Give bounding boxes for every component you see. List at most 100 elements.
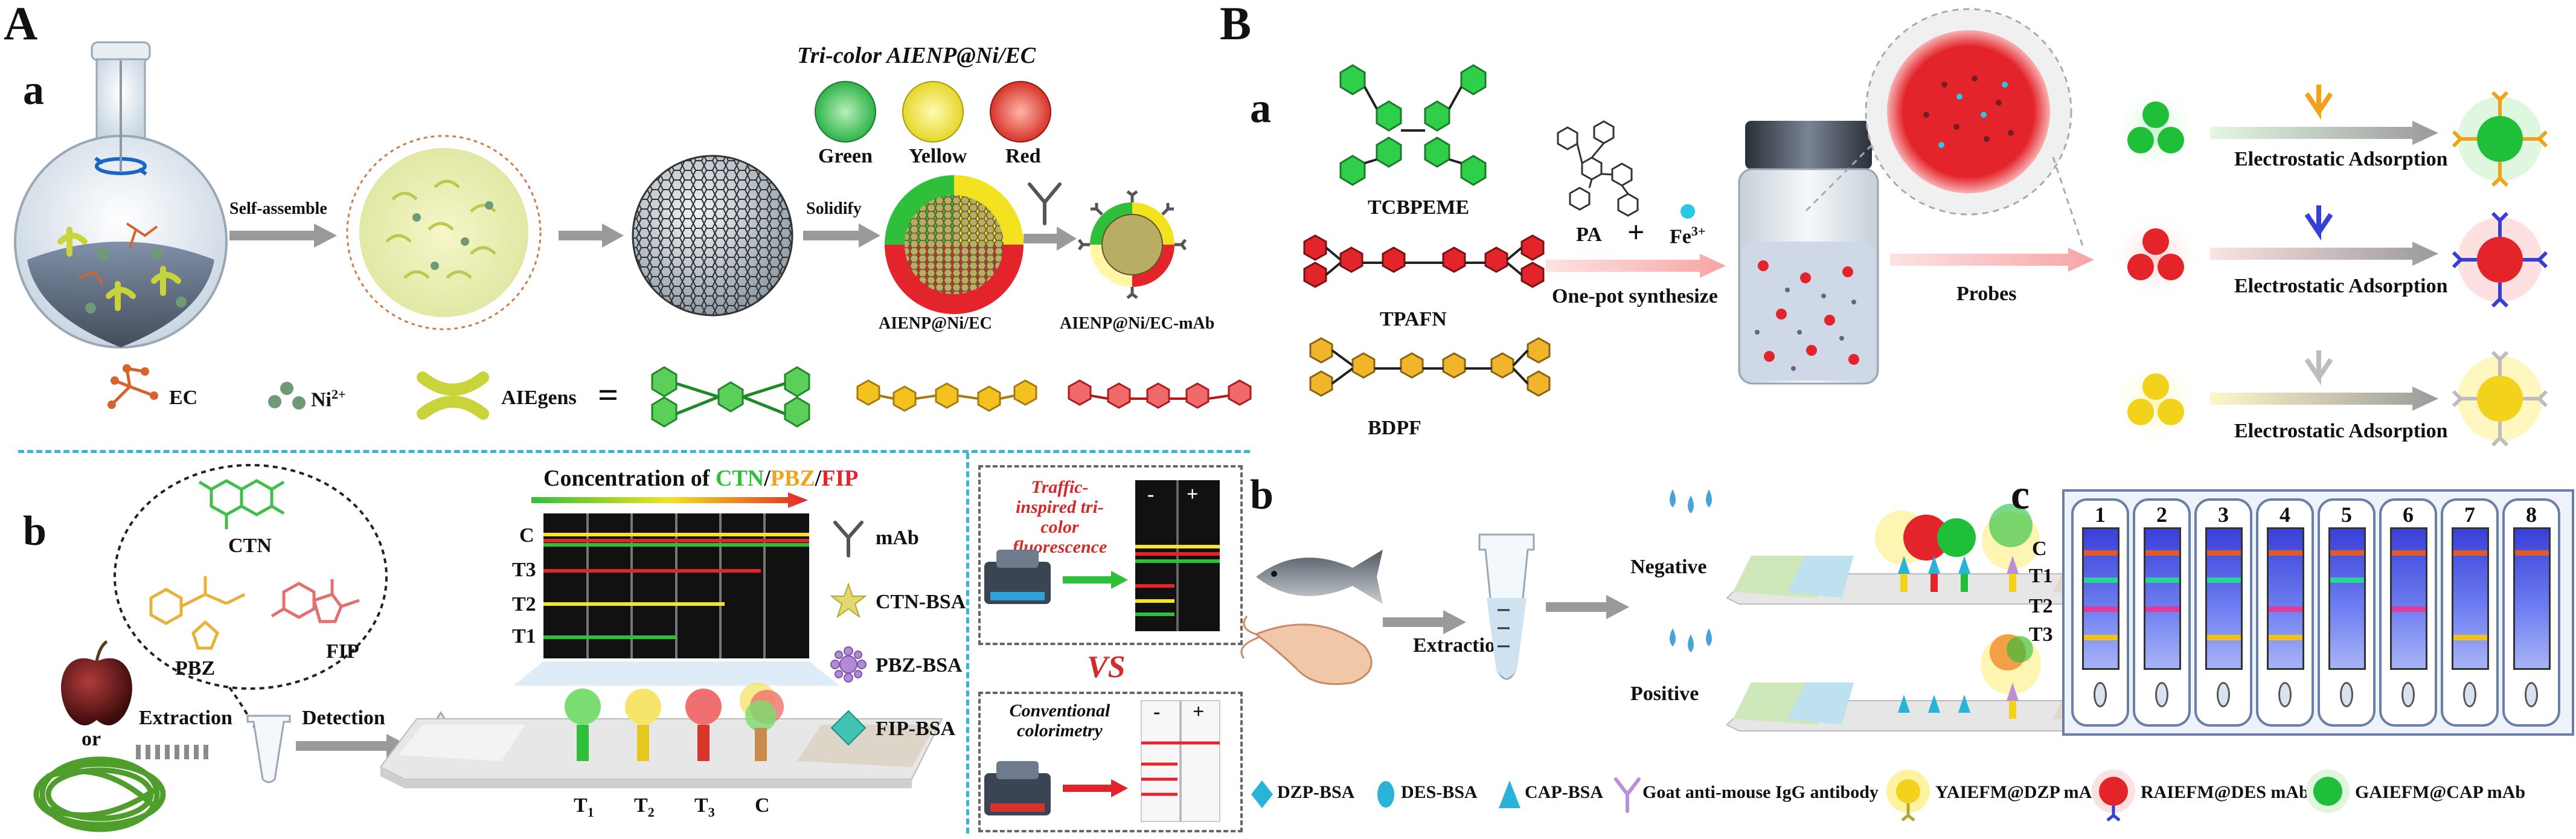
traffic-plus: +	[1187, 483, 1199, 506]
molecule-tpafn-label: TPAFN	[1380, 308, 1447, 330]
green-aiegen-structure	[651, 366, 810, 428]
subpanel-letter-Bc: c	[2011, 472, 2030, 518]
strip-number: 7	[2464, 503, 2475, 527]
molecule-bdpf-label: BDPF	[1368, 417, 1421, 439]
aienp-label: AIENP@Ni/EC	[879, 314, 992, 333]
adsorption-arrow-yellow	[2210, 350, 2438, 411]
test-strip-3: 3	[2194, 498, 2252, 727]
separator-horizontal	[18, 450, 1250, 453]
colorimetry-reader-icon	[984, 761, 1051, 815]
conventional-box	[978, 692, 1243, 832]
adsorption-arrow-green	[2210, 85, 2438, 145]
strip-number: 4	[2280, 503, 2290, 527]
adsorption-label-1: Electrostatic Adsorption	[2234, 148, 2448, 170]
subpanel-letter-Bb: b	[1250, 472, 1274, 518]
fluorescence-reader-icon	[984, 550, 1051, 604]
apple-icon	[61, 640, 132, 725]
one-pot-label: One-pot synthesize	[1552, 285, 1718, 307]
sample-well-icon	[2401, 682, 2415, 707]
arrow-solidify	[803, 223, 880, 248]
droplets-negative	[1670, 489, 1712, 513]
traffic-strips	[1135, 480, 1220, 631]
strip-window	[2082, 527, 2119, 670]
band-T1	[2207, 577, 2241, 583]
strip-label-C: C	[755, 794, 770, 817]
extraction-label-B: Extraction	[1413, 634, 1507, 657]
conventional-plus: +	[1193, 701, 1205, 723]
band-T3	[2269, 635, 2302, 640]
yellow-probe-cluster	[2110, 356, 2201, 447]
test-strip-5: 5	[2318, 498, 2376, 727]
chemical-ctn-label: CTN	[228, 535, 272, 557]
subpanel-letter-Aa: a	[23, 67, 44, 114]
positive-label: Positive	[1630, 683, 1699, 705]
test-strip-6: 6	[2379, 498, 2437, 727]
fish-icon	[1256, 550, 1383, 604]
red-aiegen-structure	[1068, 379, 1252, 409]
subpanel-letter-Ab: b	[23, 508, 46, 555]
legend-des-bsa-icon	[1377, 781, 1394, 808]
legend-yaiefm-label: YAIEFM@DZP mAb	[1935, 782, 2102, 802]
row-label-T1: T1	[2029, 565, 2053, 587]
band-C	[2453, 550, 2487, 556]
legend-pbz-bsa-icon	[830, 646, 867, 683]
arrow-extraction-A	[136, 745, 208, 759]
sample-well-icon	[2463, 682, 2476, 707]
separator-vertical	[966, 453, 969, 834]
band-C	[2515, 550, 2549, 556]
arrow-one-pot	[1546, 254, 1726, 278]
strip-window	[2513, 527, 2551, 670]
strip-number: 6	[2403, 503, 2414, 527]
strip-label-T2: T2	[634, 794, 655, 820]
red-probe-antibody	[2452, 211, 2548, 308]
test-strip-8: 8	[2502, 498, 2560, 727]
droplets-positive	[1670, 628, 1712, 652]
strip-window	[2205, 527, 2243, 670]
band-T2	[2392, 606, 2426, 612]
matrix-row-C: C	[519, 524, 534, 547]
aienp-mab-sphere	[1078, 190, 1187, 299]
adsorption-label-3: Electrostatic Adsorption	[2234, 420, 2448, 442]
solidify-label: Solidify	[806, 199, 862, 218]
fe-ion-dot	[1680, 204, 1695, 219]
band-T3	[2453, 635, 2487, 640]
strip-window	[2328, 527, 2366, 670]
band-C	[2207, 550, 2241, 556]
probes-label: Probes	[1956, 283, 2017, 305]
aiegens-label: AIEgens	[501, 387, 577, 409]
panel-letter-A: A	[4, 0, 38, 50]
test-strip-2: 2	[2133, 498, 2191, 727]
arrow-cage	[559, 223, 624, 248]
test-strip-1: 1	[2071, 498, 2129, 727]
legend-ctn-bsa-icon	[830, 582, 867, 619]
extraction-label-A: Extraction	[139, 707, 232, 729]
legend-raiefm-icon	[2092, 770, 2135, 821]
traffic-inspired-box	[978, 465, 1243, 645]
legend-dzp-bsa-label: DZP-BSA	[1277, 782, 1355, 802]
arrow-detection	[296, 734, 409, 758]
subpanel-letter-Ba: a	[1250, 85, 1271, 132]
negative-strip	[1726, 504, 2151, 605]
legend-fip-bsa-icon	[830, 710, 867, 746]
sample-well-icon	[2278, 682, 2292, 707]
detection-label: Detection	[302, 707, 385, 729]
magnify-wedge	[513, 661, 839, 686]
row-label-T3: T3	[2029, 623, 2053, 646]
row-label-C: C	[2032, 538, 2047, 560]
molecule-tcbpeme	[1339, 64, 1487, 186]
arrow-mab	[1024, 227, 1077, 251]
band-C	[2269, 550, 2302, 556]
traffic-inspired-label: Traffic-inspired tri-color fluorescence	[1012, 477, 1107, 557]
legend-cap-bsa-icon	[1499, 780, 1520, 808]
band-C	[2392, 550, 2426, 556]
strip-label-T3: T3	[694, 794, 715, 820]
fluorescence-strip-matrix	[543, 513, 809, 658]
band-T1	[2084, 577, 2118, 583]
aiegen-icon	[417, 371, 489, 420]
band-C	[2330, 550, 2364, 556]
green-beans-icon	[33, 756, 166, 832]
sample-well-icon	[2155, 682, 2168, 707]
vial-illustration	[1738, 121, 1879, 385]
conventional-minus: -	[1153, 701, 1161, 723]
sample-well-icon	[2217, 682, 2230, 707]
